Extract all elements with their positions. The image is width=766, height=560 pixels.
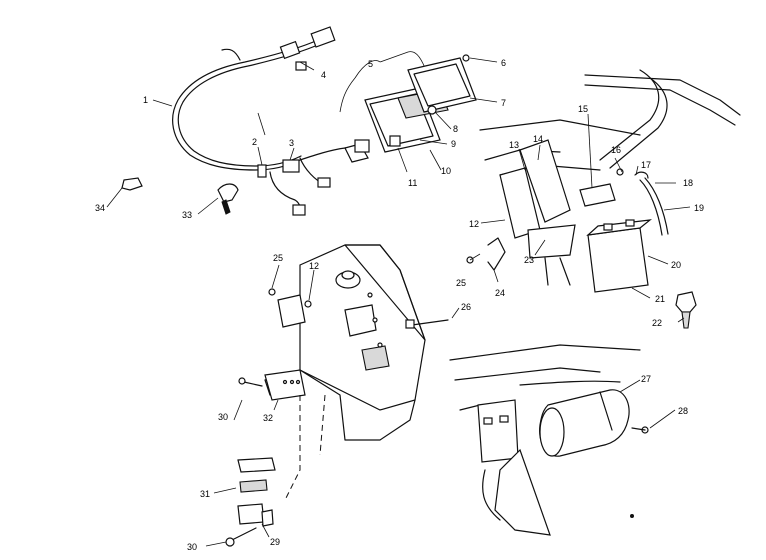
- callout-16: 16: [611, 145, 621, 155]
- callout-31: 31: [200, 489, 210, 499]
- callout-12-center: 12: [309, 261, 319, 271]
- lower-components: [225, 369, 326, 547]
- callout-4: 4: [321, 70, 326, 80]
- callout-12-upper: 12: [469, 219, 479, 229]
- callout-26: 26: [461, 302, 471, 312]
- callout-24: 24: [495, 288, 505, 298]
- callout-33: 33: [182, 210, 192, 220]
- callout-9: 9: [451, 139, 456, 149]
- callout-30-upper: 30: [218, 412, 228, 422]
- callout-29: 29: [270, 537, 280, 547]
- callout-18: 18: [683, 178, 693, 188]
- callout-14: 14: [533, 134, 543, 144]
- callout-15: 15: [578, 104, 588, 114]
- callout-20: 20: [671, 260, 681, 270]
- callout-25-right: 25: [456, 278, 466, 288]
- starter-motor: [449, 344, 649, 536]
- battery-frame: [466, 69, 741, 329]
- leader-lines: [106, 57, 691, 547]
- callout-22: 22: [652, 318, 662, 328]
- tail-light-lens: [407, 54, 477, 115]
- callout-8: 8: [453, 124, 458, 134]
- callout-32: 32: [263, 413, 273, 423]
- callout-21: 21: [655, 294, 665, 304]
- callout-7: 7: [501, 98, 506, 108]
- wiring-harness: [172, 26, 361, 216]
- callout-17: 17: [641, 160, 651, 170]
- callout-6: 6: [501, 58, 506, 68]
- callout-labels: 1 2 3 4 5 6 7 8 9 10 11 15 13 14 16 17 1…: [95, 58, 704, 552]
- callout-11: 11: [408, 178, 417, 188]
- callout-27: 27: [641, 374, 651, 384]
- callout-28: 28: [678, 406, 688, 416]
- callout-10: 10: [441, 166, 451, 176]
- callout-34: 34: [95, 203, 105, 213]
- callout-3: 3: [289, 138, 294, 148]
- callout-25-center: 25: [273, 253, 283, 263]
- callout-23: 23: [524, 255, 534, 265]
- callout-5: 5: [368, 59, 373, 69]
- callout-2: 2: [252, 137, 257, 147]
- callout-13: 13: [509, 140, 519, 150]
- callout-19: 19: [694, 203, 704, 213]
- callout-30-lower: 30: [187, 542, 197, 552]
- center-mounting-plate: [264, 244, 449, 441]
- callout-1: 1: [143, 95, 148, 105]
- switch-parts: [121, 177, 239, 215]
